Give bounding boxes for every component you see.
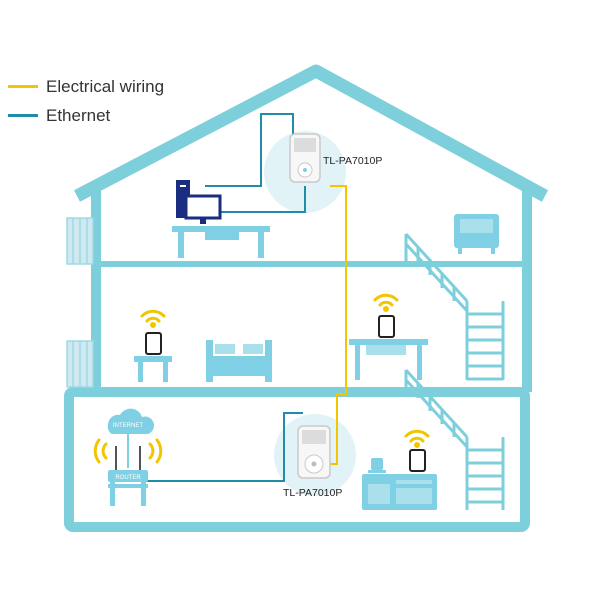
- staircase-upper: [404, 232, 505, 381]
- balconies: [66, 217, 94, 388]
- ethernet-cables: [143, 113, 306, 482]
- roof: [73, 64, 549, 202]
- cloud-icon: [107, 408, 155, 434]
- adapter-bottom-socket-icon: [311, 461, 317, 467]
- powerline-adapter-top: [289, 133, 321, 183]
- wifi-icon-router-left: [93, 438, 108, 464]
- ethernet-top-loop: [205, 113, 294, 187]
- ethernet-bottom: [143, 412, 303, 482]
- ground-floor-frame: [64, 387, 530, 532]
- kettle-icon: [368, 458, 386, 473]
- phone-icon-middle-right: [378, 315, 395, 338]
- house-outline: [64, 64, 549, 532]
- adapter-top-model: TL-PA7010P: [323, 155, 382, 167]
- adapter-bottom-model: TL-PA7010P: [283, 487, 342, 499]
- legend: Electrical wiring Ethernet: [8, 72, 164, 130]
- legend-label-ethernet: Ethernet: [46, 105, 111, 125]
- electrical-wiring: [327, 185, 347, 465]
- bed: [206, 340, 272, 382]
- router: INTERNET ROUTER: [107, 408, 155, 482]
- ethernet-swatch: [8, 114, 38, 117]
- wifi-icon-router-right: [148, 438, 163, 464]
- powerline-adapter-bottom: [297, 425, 331, 479]
- router-brand-label: ROUTER: [115, 475, 141, 481]
- computer: [176, 180, 222, 224]
- desk-top-floor: [172, 226, 270, 258]
- staircase-lower: [404, 368, 505, 510]
- table-middle-right: [349, 339, 428, 380]
- router-body: [108, 470, 148, 482]
- armchair: [454, 214, 499, 254]
- kitchen-counter: [362, 474, 437, 510]
- phone-icon-kitchen: [409, 449, 426, 472]
- legend-item-ethernet: Ethernet: [8, 101, 164, 130]
- router-internet-label: INTERNET: [113, 423, 143, 429]
- phone-icon-middle-left: [145, 332, 162, 355]
- wifi-icon-middle-right: [373, 293, 399, 312]
- wifi-icon-kitchen: [404, 429, 430, 448]
- ethernet-top-pc: [219, 186, 306, 213]
- wifi-icon-middle-left: [140, 309, 166, 328]
- router-table: [108, 482, 148, 506]
- electrical-swatch: [8, 85, 38, 88]
- monitor-icon: [184, 194, 222, 220]
- legend-label-electrical: Electrical wiring: [46, 76, 165, 96]
- side-table: [134, 356, 172, 382]
- legend-item-electrical: Electrical wiring: [8, 72, 164, 101]
- adapter-top-led-icon: [303, 168, 307, 172]
